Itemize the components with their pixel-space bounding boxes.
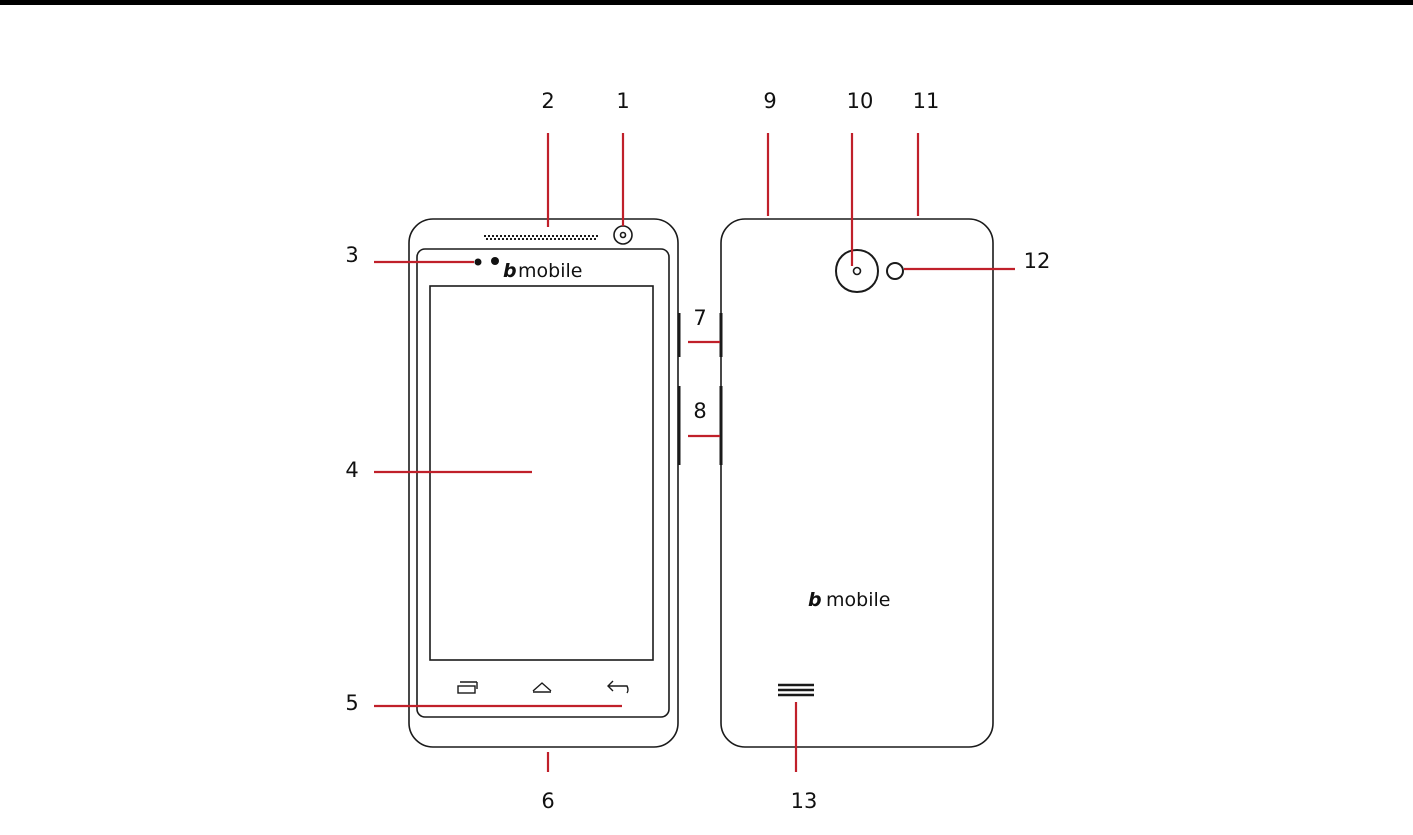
callout-9: 9 — [763, 89, 776, 113]
front-body-outline — [409, 219, 678, 747]
back-logo-wordmark: mobile — [826, 589, 890, 611]
front-camera-lens — [621, 233, 626, 238]
callout-13: 13 — [791, 789, 818, 813]
callout-7: 7 — [693, 306, 706, 330]
back-logo-mark: b — [808, 589, 822, 611]
phone-back-view — [721, 219, 993, 747]
rear-camera-lens — [854, 268, 861, 275]
callout-6: 6 — [541, 789, 554, 813]
front-logo-mark: b — [503, 260, 517, 282]
front-camera-icon — [614, 226, 632, 244]
callout-3: 3 — [345, 243, 358, 267]
home-icon — [533, 683, 551, 692]
callout-8: 8 — [693, 399, 706, 423]
callout-11: 11 — [913, 89, 940, 113]
proximity-sensor-icon — [475, 259, 482, 266]
recent-apps-icon — [458, 682, 477, 693]
rear-camera-icon — [836, 250, 878, 292]
back-body-outline — [721, 219, 993, 747]
leader-lines — [374, 133, 1015, 772]
phone-front-view — [409, 219, 679, 747]
callout-2: 2 — [541, 89, 554, 113]
front-panel-outline — [417, 249, 669, 717]
callout-4: 4 — [345, 458, 358, 482]
flash-icon — [887, 263, 903, 279]
front-logo-wordmark: mobile — [518, 260, 582, 282]
light-sensor-icon — [491, 257, 499, 265]
callout-1: 1 — [616, 89, 629, 113]
back-icon — [608, 681, 628, 693]
callout-12: 12 — [1024, 249, 1051, 273]
callout-5: 5 — [345, 691, 358, 715]
callout-10: 10 — [847, 89, 874, 113]
callout-labels: 1 2 3 4 5 6 7 8 9 10 11 12 13 — [345, 89, 1050, 813]
